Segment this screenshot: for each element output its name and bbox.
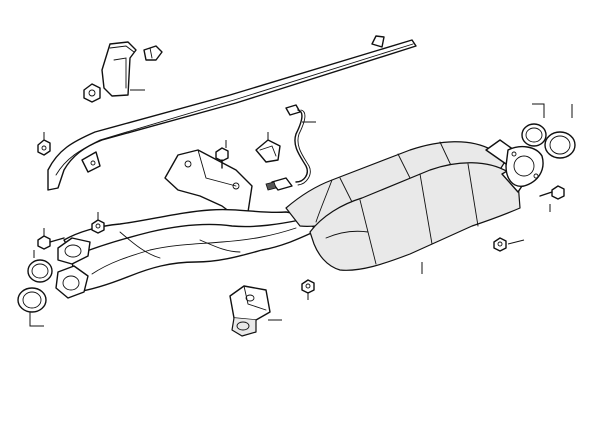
gasket-ring-rear-2 bbox=[544, 131, 576, 159]
nut-mount bbox=[301, 279, 315, 294]
bracket-clip bbox=[143, 45, 163, 61]
nut-front-top bbox=[91, 219, 105, 234]
gasket-ring-front-1 bbox=[27, 259, 53, 283]
hex-nut-bracket bbox=[83, 83, 101, 103]
sensor-clip bbox=[255, 139, 281, 163]
nut-rear bbox=[493, 237, 507, 252]
bolt-plate bbox=[215, 147, 229, 169]
catalytic-converter-lower bbox=[309, 162, 521, 271]
front-flange-lower bbox=[55, 265, 89, 299]
rubber-mount bbox=[229, 285, 271, 337]
hanger-bracket bbox=[101, 41, 137, 97]
oxygen-sensor bbox=[265, 104, 311, 191]
gasket-ring-front-2 bbox=[17, 287, 47, 313]
hex-nut-left bbox=[37, 139, 51, 156]
heat-shield-rail bbox=[47, 35, 417, 191]
mounting-plate bbox=[164, 149, 253, 219]
front-flange-upper bbox=[57, 237, 91, 265]
gasket-ring-rear-1 bbox=[521, 123, 547, 147]
rear-flange bbox=[505, 145, 544, 187]
bolt-rear bbox=[539, 185, 565, 200]
front-y-pipe bbox=[63, 208, 319, 293]
